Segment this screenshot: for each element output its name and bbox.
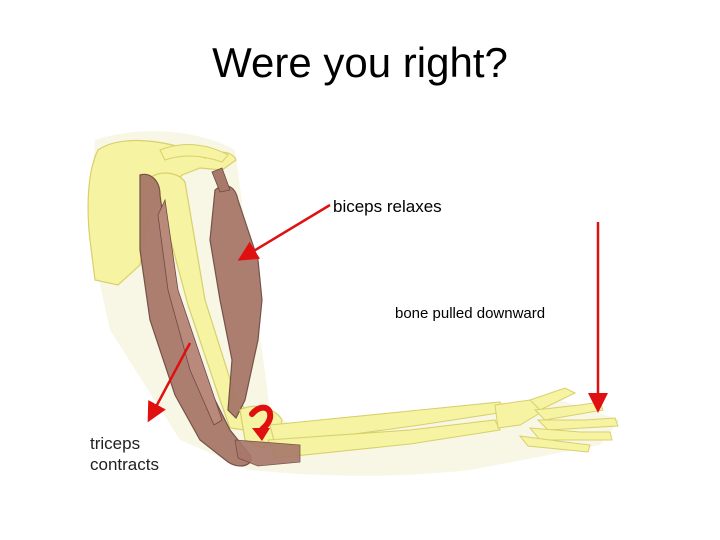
biceps-tendon: [211, 167, 231, 193]
clavicle-bone: [159, 144, 229, 163]
triceps-label-line1: triceps: [90, 434, 141, 453]
scapula-bone: [87, 140, 237, 286]
triceps-lateral-head: [157, 198, 223, 426]
triceps-label-line2: contracts: [90, 455, 159, 474]
triceps-contracts-label: triceps contracts: [90, 433, 159, 475]
triceps-arrow: [147, 342, 192, 423]
slide-title: Were you right?: [212, 39, 508, 86]
biceps-relaxes-label: biceps relaxes: [333, 197, 442, 216]
bone-pulled-downward-label: bone pulled downward: [395, 305, 546, 322]
hand-bones: [494, 387, 619, 453]
forearm-muscle: [234, 439, 301, 467]
biceps-arrow: [237, 203, 331, 261]
